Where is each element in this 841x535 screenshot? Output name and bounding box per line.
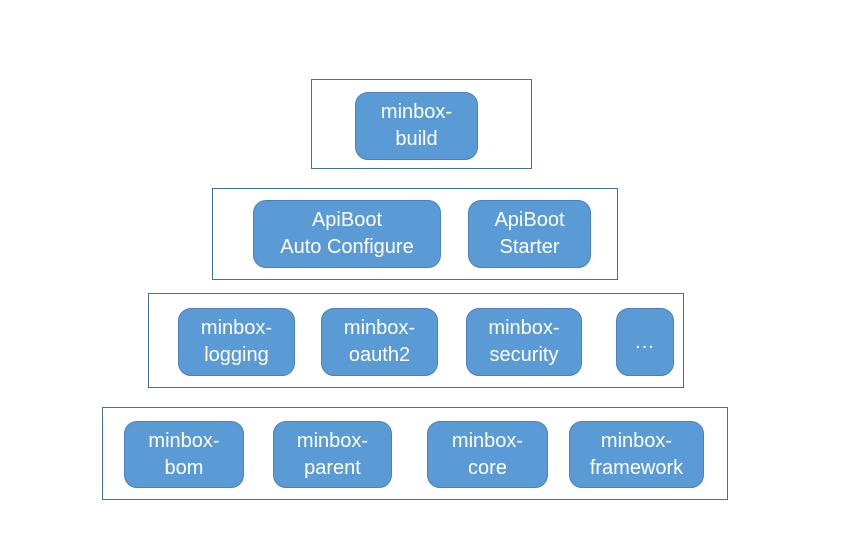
node-minbox-parent: minbox- parent bbox=[273, 421, 392, 488]
node-minbox-logging: minbox- logging bbox=[178, 308, 295, 376]
node-minbox-core: minbox- core bbox=[427, 421, 548, 488]
tier-minbox-foundation-layer: minbox- bom minbox- parent minbox- core … bbox=[102, 407, 728, 500]
node-apiboot-starter: ApiBoot Starter bbox=[468, 200, 591, 268]
node-more-modules-ellipsis: ... bbox=[616, 308, 674, 376]
node-apiboot-auto-configure: ApiBoot Auto Configure bbox=[253, 200, 441, 268]
node-minbox-build: minbox- build bbox=[355, 92, 478, 160]
node-minbox-oauth2: minbox- oauth2 bbox=[321, 308, 438, 376]
tier-apiboot-layer: ApiBoot Auto Configure ApiBoot Starter bbox=[212, 188, 618, 280]
tier-minbox-modules-layer: minbox- logging minbox- oauth2 minbox- s… bbox=[148, 293, 684, 388]
tier-build-layer: minbox- build bbox=[311, 79, 532, 169]
node-minbox-security: minbox- security bbox=[466, 308, 582, 376]
node-minbox-bom: minbox- bom bbox=[124, 421, 244, 488]
node-minbox-framework: minbox- framework bbox=[569, 421, 704, 488]
